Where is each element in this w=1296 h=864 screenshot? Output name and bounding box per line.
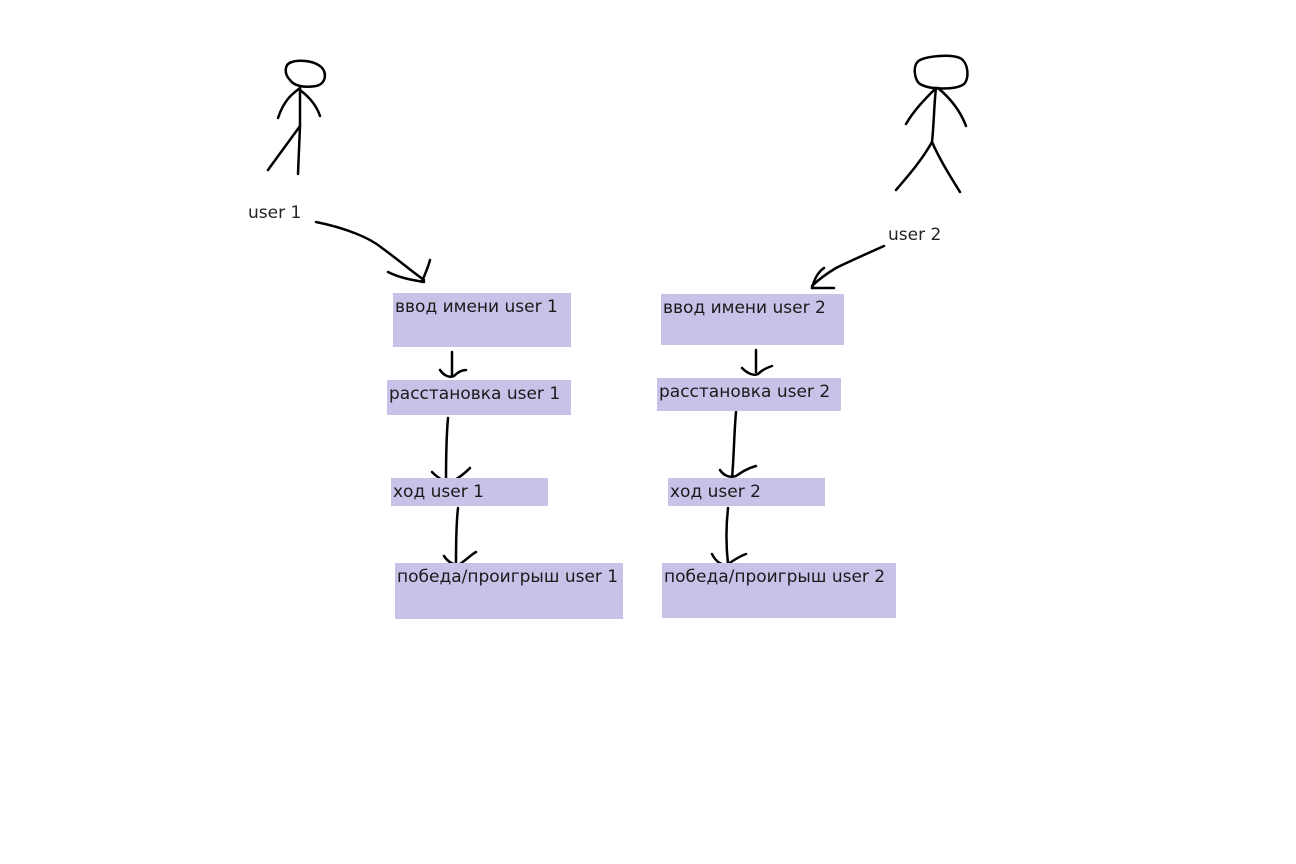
- step-label: победа/проигрыш user 1: [397, 567, 619, 587]
- flow-2-connectors: [710, 348, 774, 566]
- arrow-user-1-to-name-input: [314, 220, 432, 284]
- flow-2-step-placement: расстановка user 2: [657, 378, 841, 411]
- stick-figure-user-2-icon: [894, 54, 969, 194]
- step-label: расстановка user 1: [389, 384, 561, 404]
- user-2-label: user 2: [888, 225, 942, 245]
- user-1-label: user 1: [248, 203, 302, 223]
- flow-1-step-turn: ход user 1: [391, 478, 548, 506]
- step-label: расстановка user 2: [659, 382, 831, 402]
- step-label: ввод имени user 1: [395, 297, 558, 317]
- arrow-user-2-to-name-input: [810, 244, 886, 290]
- flow-1-step-win-loss: победа/проигрыш user 1: [395, 563, 623, 619]
- step-label: ход user 2: [670, 482, 761, 502]
- step-label: ввод имени user 2: [663, 298, 826, 318]
- flow-1-step-placement: расстановка user 1: [387, 380, 571, 415]
- step-label: победа/проигрыш user 2: [664, 567, 886, 587]
- flow-1-step-name-input: ввод имени user 1: [393, 293, 571, 347]
- flow-2-step-win-loss: победа/проигрыш user 2: [662, 563, 896, 618]
- step-label: ход user 1: [393, 482, 484, 502]
- flow-2-step-turn: ход user 2: [668, 478, 825, 506]
- stick-figure-user-1-icon: [266, 59, 327, 176]
- flow-2-step-name-input: ввод имени user 2: [661, 294, 844, 345]
